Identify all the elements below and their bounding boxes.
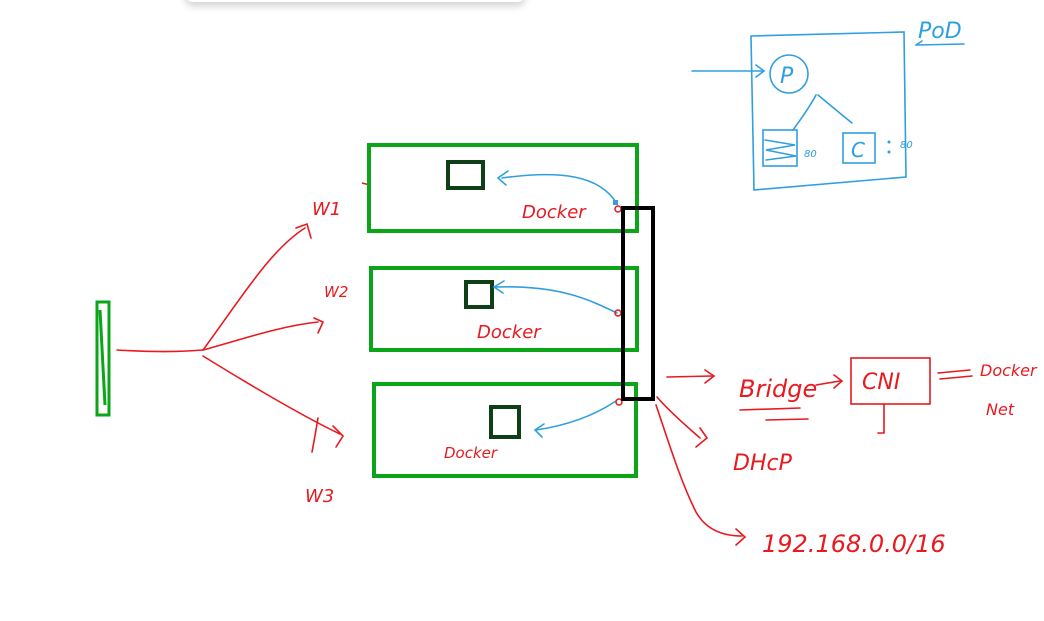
equals-sign-1 [937,369,971,374]
docker-label-bottom: Docker [444,444,498,462]
worker-node-2 [369,266,639,352]
pod-container-right [842,132,876,164]
pod-underline [915,43,965,46]
container-3 [489,405,521,439]
dhcp-label: DHcP [733,451,793,476]
bridge-label: Bridge [739,375,817,403]
docker-label-top: Docker [522,202,587,223]
pod-port-label-1: 80 [804,149,817,160]
bridge-ports [614,205,623,406]
pod-c-label: C [851,138,865,162]
cni-label: CNI [862,370,900,395]
label-w1: W1 [312,199,341,220]
cni-stem [877,403,885,434]
docker-net-label-2: Net [986,400,1015,419]
equals-sign-2 [939,375,973,380]
worker-node-3 [372,382,638,478]
bridge-bar [621,206,655,401]
arrow-w2 [313,317,325,334]
pod-container-left [762,129,798,167]
subnet-label: 192.168.0.0/16 [762,530,946,558]
arrow-bridge-cni [815,380,841,386]
pod-colon [887,140,891,154]
arrow-to-dhcp [656,396,701,439]
label-w3: W3 [305,486,334,507]
pod-box [750,31,907,191]
fan-out-lines [116,222,345,453]
w3-tick [311,417,319,453]
arrow-w3 [332,425,345,448]
pod-p-label: P [780,64,794,89]
pod-label: PoD [918,19,962,44]
pod-p-circle [769,54,809,94]
arrow-to-bridge-label [666,375,713,378]
arrow-w1 [295,222,312,239]
pod-port-label-2: 80 [900,140,913,151]
branch-w1 [202,227,306,351]
worker-node-1 [367,143,639,233]
label-w2: W2 [324,283,348,301]
pod-diagram [691,31,965,191]
container-links [492,170,618,438]
container-1 [446,160,485,190]
docker-label-mid: Docker [477,322,542,343]
cni-box [850,357,931,405]
bridge-port-dot-top [613,200,618,205]
arrow-to-subnet [655,404,743,537]
pod-link-right [817,94,853,124]
docker-net-label-1: Docker [980,361,1038,380]
bridge-underline-1 [739,407,801,411]
switch-bar [95,300,111,417]
trunk-line [116,349,204,353]
bridge-arrows [655,369,973,546]
branch-w2 [202,321,319,351]
bridge-underline-2 [765,418,809,421]
pod-container-left-scribble [764,139,797,161]
container-2 [464,280,494,309]
branch-w3 [202,355,341,435]
pod-link-left [792,94,817,131]
toolbar-shadow [185,0,525,2]
